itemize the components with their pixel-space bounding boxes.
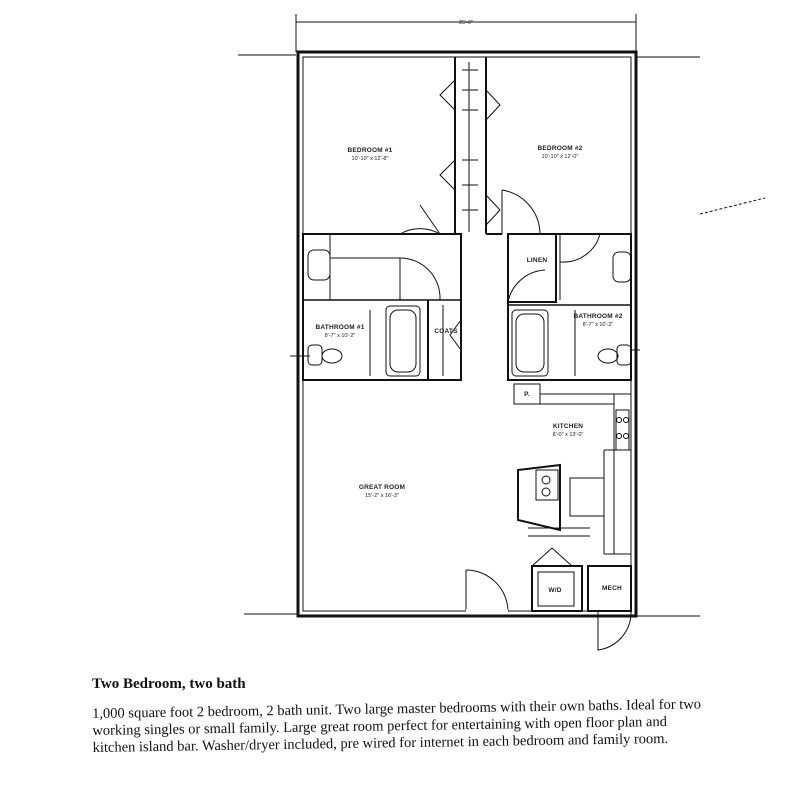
- kitchen-size: 8'-0" x 13'-0": [553, 432, 584, 438]
- mech-label: MECH: [602, 585, 622, 592]
- bedroom2-size: 10'-10" x 12'-0": [542, 154, 579, 160]
- bedroom2-name: BEDROOM #2: [538, 145, 583, 152]
- floor-plan: 25'-0" BEDROOM #1 10'-10" x 12'-8" BEDRO…: [238, 14, 766, 651]
- bathroom1-name: BATHROOM #1: [315, 324, 364, 331]
- coats-label: COATS: [434, 328, 458, 335]
- great-room-name: GREAT ROOM: [359, 484, 405, 491]
- plan-title: Two Bedroom, two bath: [92, 676, 246, 692]
- plan-description: 1,000 square foot 2 bedroom, 2 bath unit…: [92, 696, 702, 756]
- bedroom1-name: BEDROOM #1: [348, 147, 393, 154]
- pantry-label: P.: [524, 391, 530, 398]
- linen-label: LINEN: [527, 257, 548, 264]
- overall-dimension: 25'-0": [459, 20, 473, 26]
- bathroom1-size: 8'-7" x 10'-2": [325, 333, 356, 339]
- wd-label: W/D: [548, 587, 561, 594]
- bathroom2-name: BATHROOM #2: [573, 313, 622, 320]
- bedroom1-size: 10'-10" x 12'-8": [352, 156, 389, 162]
- bathroom2-size: 8'-7" x 10'-2": [583, 322, 614, 328]
- great-room-size: 15'-2" x 16'-3": [365, 493, 399, 499]
- kitchen-name: KITCHEN: [553, 423, 583, 430]
